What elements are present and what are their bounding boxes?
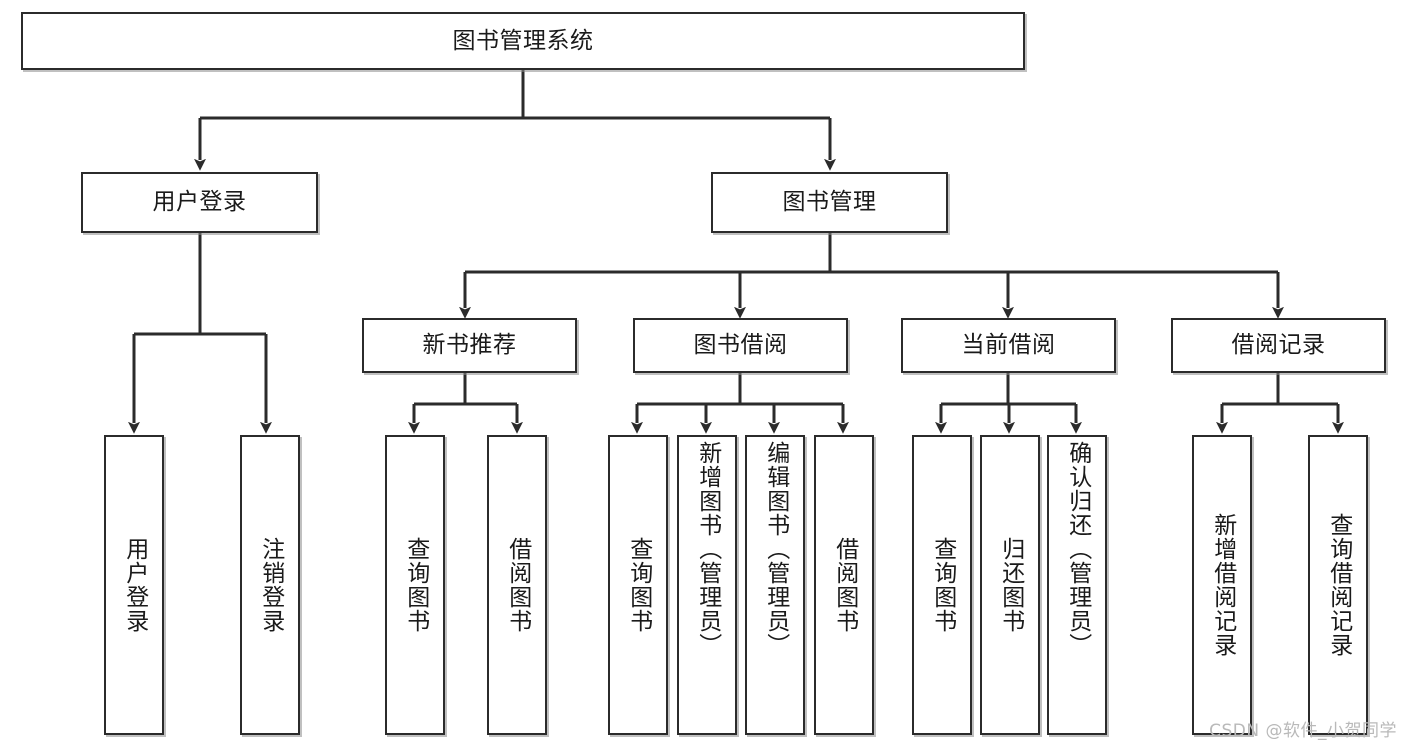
node-label: 图书管理系统 — [452, 27, 594, 54]
node-label: 查询图书 — [625, 537, 652, 633]
leaf-new-book-borrow-book[interactable]: 借阅图书 — [487, 435, 547, 735]
leaf-book-borrow-add-book-admin[interactable]: 新增图书（管理员） — [677, 435, 737, 735]
node-label: 用户登录 — [152, 189, 247, 215]
node-label: 查询图书 — [402, 537, 429, 633]
node-user-login[interactable]: 用户登录 — [81, 172, 318, 233]
leaf-book-borrow-borrow-book[interactable]: 借阅图书 — [814, 435, 874, 735]
node-label: 新增图书（管理员） — [694, 441, 721, 657]
leaf-borrow-record-add-record[interactable]: 新增借阅记录 — [1192, 435, 1252, 735]
leaf-borrow-record-query-record[interactable]: 查询借阅记录 — [1308, 435, 1368, 735]
leaf-current-borrow-return-book[interactable]: 归还图书 — [980, 435, 1040, 735]
node-label: 确认归还（管理员） — [1064, 441, 1091, 657]
node-label: 查询借阅记录 — [1325, 513, 1352, 657]
leaf-new-book-query-book[interactable]: 查询图书 — [385, 435, 445, 735]
node-label: 归还图书 — [997, 537, 1024, 633]
node-label: 编辑图书（管理员） — [762, 441, 789, 657]
leaf-book-borrow-query-book[interactable]: 查询图书 — [608, 435, 668, 735]
node-label: 图书借阅 — [693, 332, 788, 358]
node-book-borrowing[interactable]: 图书借阅 — [633, 318, 848, 373]
leaf-current-borrow-query-book[interactable]: 查询图书 — [912, 435, 972, 735]
node-borrowing-record[interactable]: 借阅记录 — [1171, 318, 1386, 373]
leaf-user-login-signout[interactable]: 注销登录 — [240, 435, 300, 735]
leaf-current-borrow-confirm-return-admin[interactable]: 确认归还（管理员） — [1047, 435, 1107, 735]
leaf-book-borrow-edit-book-admin[interactable]: 编辑图书（管理员） — [745, 435, 805, 735]
node-label: 图书管理 — [782, 189, 877, 215]
node-label: 用户登录 — [121, 537, 148, 633]
node-label: 借阅图书 — [504, 537, 531, 633]
node-new-book-recommendation[interactable]: 新书推荐 — [362, 318, 577, 373]
node-label: 新增借阅记录 — [1209, 513, 1236, 657]
node-label: 借阅记录 — [1231, 332, 1326, 358]
node-label: 注销登录 — [257, 537, 284, 633]
node-current-borrowing[interactable]: 当前借阅 — [901, 318, 1116, 373]
node-root-book-management-system[interactable]: 图书管理系统 — [21, 12, 1025, 70]
node-label: 当前借阅 — [961, 332, 1056, 358]
node-label: 新书推荐 — [422, 332, 517, 358]
node-label: 查询图书 — [929, 537, 956, 633]
leaf-user-login-signin[interactable]: 用户登录 — [104, 435, 164, 735]
node-label: 借阅图书 — [831, 537, 858, 633]
node-book-management[interactable]: 图书管理 — [711, 172, 948, 233]
